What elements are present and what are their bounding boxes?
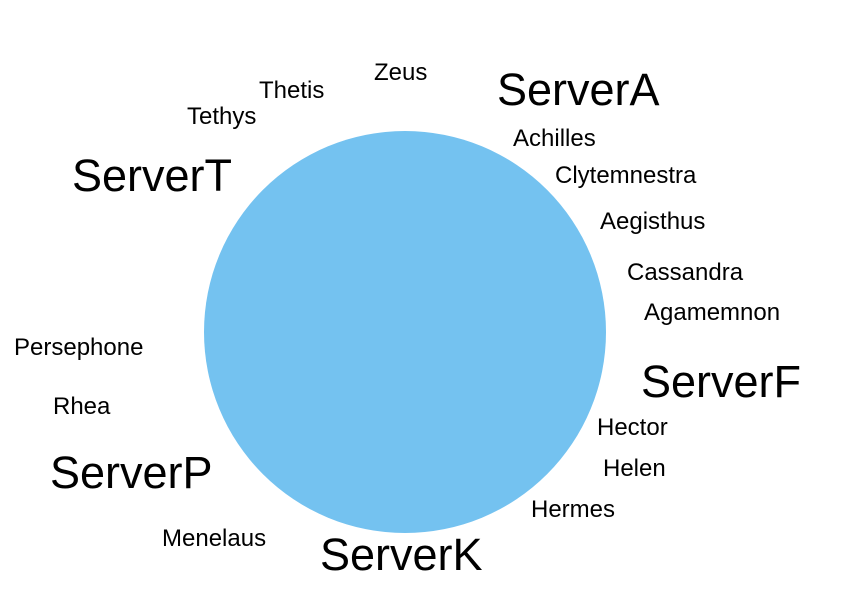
server-label-k: ServerK xyxy=(320,529,483,580)
key-label-achilles: Achilles xyxy=(513,125,596,152)
server-label-p: ServerP xyxy=(50,447,213,498)
server-label-f: ServerF xyxy=(641,356,802,407)
key-label-menelaus: Menelaus xyxy=(162,525,267,552)
key-label-rhea: Rhea xyxy=(53,393,111,420)
key-label-thetis: Thetis xyxy=(259,77,325,104)
server-label-t: ServerT xyxy=(72,150,233,201)
key-label-clytemnestra: Clytemnestra xyxy=(555,162,697,189)
key-label-agamemnon: Agamemnon xyxy=(644,299,781,326)
key-label-tethys: Tethys xyxy=(187,103,257,130)
key-label-aegisthus: Aegisthus xyxy=(600,208,706,235)
server-label-a: ServerA xyxy=(497,64,660,115)
key-label-hermes: Hermes xyxy=(531,496,616,523)
key-label-hector: Hector xyxy=(597,414,668,441)
key-label-zeus: Zeus xyxy=(374,59,428,86)
hash-ring-circle xyxy=(204,131,606,533)
key-label-helen: Helen xyxy=(603,455,666,482)
key-label-cassandra: Cassandra xyxy=(627,259,744,286)
key-label-persephone: Persephone xyxy=(14,334,144,361)
